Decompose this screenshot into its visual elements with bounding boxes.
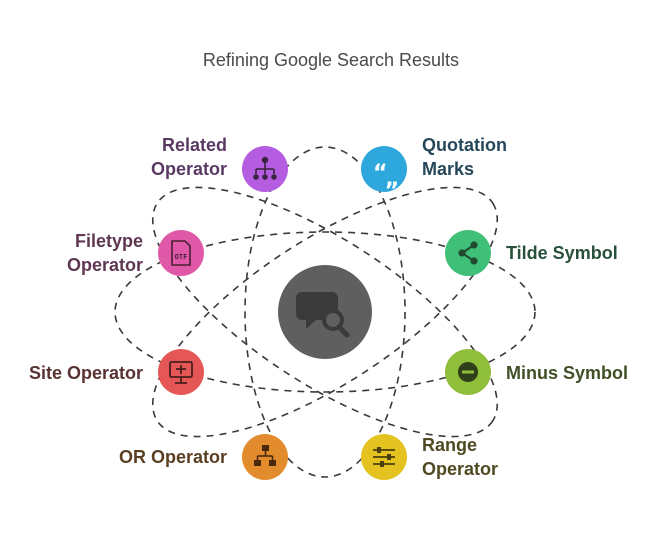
label-quotation-marks: Quotation Marks bbox=[422, 133, 542, 181]
node-range-operator[interactable] bbox=[361, 434, 407, 480]
label-related-operator: Related Operator bbox=[120, 133, 227, 181]
label-filetype-operator: Filetype Operator bbox=[40, 229, 143, 277]
label-line: Tilde Symbol bbox=[506, 243, 618, 263]
center-search-chat-icon bbox=[278, 265, 372, 359]
label-line: OR Operator bbox=[118, 447, 227, 467]
label-line: Operator bbox=[150, 159, 227, 179]
monitor-icon bbox=[169, 361, 193, 384]
label-tilde-symbol: Tilde Symbol bbox=[506, 241, 646, 265]
svg-text:“: “ bbox=[373, 161, 387, 186]
orbit-ellipse-diagonal-b bbox=[151, 186, 499, 438]
label-line: Range bbox=[422, 435, 478, 455]
orbit-ellipse-diagonal-a bbox=[151, 186, 499, 438]
label-line: Quotation bbox=[422, 135, 507, 155]
node-minus-symbol[interactable] bbox=[445, 349, 491, 395]
svg-text:„: „ bbox=[385, 167, 399, 192]
label-line: Marks bbox=[422, 159, 475, 179]
flowchart-icon bbox=[254, 445, 276, 466]
label-minus-symbol: Minus Symbol bbox=[506, 361, 656, 385]
label-line: Operator bbox=[422, 459, 499, 479]
label-site-operator: Site Operator bbox=[10, 361, 143, 385]
otf-file-label: OTF bbox=[175, 253, 188, 261]
node-filetype-operator[interactable]: OTF bbox=[158, 230, 204, 276]
label-line: Filetype bbox=[74, 231, 143, 251]
node-related-operator[interactable] bbox=[242, 146, 288, 192]
diagram-title: Refining Google Search Results bbox=[202, 50, 460, 70]
quotes-icon: “ „ bbox=[373, 161, 399, 192]
label-line: Site Operator bbox=[28, 363, 143, 383]
label-line: Minus Symbol bbox=[506, 363, 629, 383]
orbit-ellipse-vertical bbox=[244, 146, 406, 478]
sliders-icon bbox=[373, 447, 395, 467]
node-tilde-symbol[interactable] bbox=[445, 230, 491, 276]
label-line: Related bbox=[161, 135, 227, 155]
minus-circle-icon bbox=[458, 362, 478, 382]
orbit-ellipse-horizontal bbox=[114, 231, 536, 393]
label-or-operator: OR Operator bbox=[90, 445, 227, 469]
label-range-operator: Range Operator bbox=[422, 433, 542, 481]
node-site-operator[interactable] bbox=[158, 349, 204, 395]
label-line: Operator bbox=[66, 255, 143, 275]
node-or-operator[interactable] bbox=[242, 434, 288, 480]
sitemap-icon bbox=[253, 156, 277, 180]
share-icon bbox=[458, 241, 478, 265]
otf-file-icon: OTF bbox=[171, 240, 191, 266]
node-quotation-marks[interactable]: “ „ bbox=[361, 146, 407, 192]
